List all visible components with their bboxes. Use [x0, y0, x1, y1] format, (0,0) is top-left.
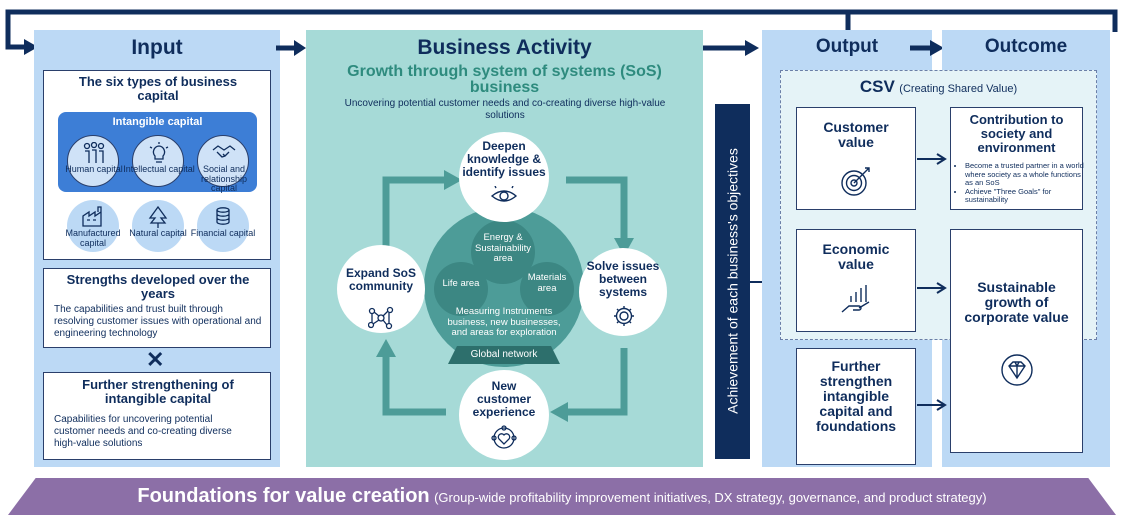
solve-issues-circle: [579, 248, 667, 336]
handshake-icon: [212, 145, 236, 158]
cross-icon: ✕: [146, 347, 165, 372]
contribution-title: Contribution to society and environment: [969, 112, 1064, 155]
business-description: Uncovering potential customer needs and …: [344, 98, 666, 121]
csv-title: CSV: [859, 77, 895, 96]
gear-icon: [614, 306, 634, 326]
solve-issues-label: Solve issues between systems: [586, 259, 660, 299]
foundations-text-row: Foundations for value creation (Group-wi…: [8, 485, 1116, 508]
tree-icon: [148, 206, 168, 228]
csv-subtitle: (Creating Shared Value): [899, 83, 1018, 95]
expand-sos-circle: [337, 245, 425, 333]
further-strengthening-text: Capabilities for uncovering potential cu…: [54, 414, 232, 449]
sustainable-growth-label: Sustainable growth of corporate value: [964, 279, 1069, 325]
people-icon: [83, 142, 105, 163]
further-strengthening-title: Further strengthening of intangible capi…: [82, 377, 234, 406]
diamond-icon: [1001, 354, 1033, 386]
foundations-detail: (Group-wide profitability improvement in…: [434, 490, 987, 505]
further-strengthen-label: Further strengthen intangible capital an…: [815, 358, 897, 434]
eye-icon: [490, 186, 518, 202]
economic-to-growth-arrow: [917, 282, 947, 294]
life-area-label: Life area: [442, 278, 480, 289]
materials-area-circle: [520, 262, 574, 316]
customer-value-label: Customer value: [823, 119, 889, 150]
input-to-business-arrow: [276, 40, 306, 56]
economic-value-box: Economic value: [796, 229, 916, 332]
social-capital: Social and relationship capital: [197, 135, 249, 193]
human-capital: Human capital: [65, 135, 123, 187]
materials-area-label: Materials area: [527, 272, 567, 294]
contribution-bullets: Become a trusted partner in a world wher…: [955, 161, 1090, 205]
customer-to-contribution-arrow: [917, 153, 947, 165]
heart-network-icon: [491, 425, 517, 449]
coins-icon: [216, 207, 230, 225]
global-network-banner: [448, 346, 560, 364]
further-strengthening-box: Further strengthening of intangible capi…: [43, 372, 271, 460]
factory-icon: [82, 206, 102, 227]
output-header: Output: [815, 36, 879, 57]
six-types-title: The six types of business capital: [78, 74, 238, 103]
strengths-box: Strengths developed over the years The c…: [43, 268, 271, 348]
output-to-outcome-arrow: [910, 40, 944, 56]
customer-value-box: Customer value: [796, 107, 916, 210]
strengths-text: The capabilities and trust built through…: [54, 304, 262, 339]
global-network-label: Global network: [470, 349, 538, 360]
lightbulb-icon: [149, 142, 169, 163]
deepen-knowledge-label: Deepen knowledge & identify issues: [462, 139, 546, 179]
contribution-box: Contribution to society and environment …: [950, 107, 1084, 210]
contribution-bullet: Become a trusted partner in a world wher…: [965, 161, 1090, 188]
objectives-bar: [715, 104, 750, 459]
natural-capital: Natural capital: [129, 200, 187, 252]
business-subtitle: Growth through system of systems (SoS) b…: [347, 63, 662, 96]
expand-sos-label: Expand SoS community: [345, 266, 416, 293]
intangible-capital-label: Intangible capital: [112, 116, 203, 128]
further-to-growth-arrow: [917, 399, 947, 411]
growth-hand-icon: [841, 285, 870, 313]
contribution-bullet: Achieve "Three Goals" for sustainability: [965, 187, 1090, 205]
business-to-output-arrow: [703, 40, 759, 56]
foundations-banner: [8, 478, 1116, 515]
objectives-label: Achievement of each business's objective…: [724, 148, 741, 414]
financial-capital: Financial capital: [191, 200, 255, 252]
intellectual-capital: Intellectual capital: [123, 135, 195, 187]
life-area-circle: [434, 262, 488, 316]
input-header: Input: [131, 36, 183, 59]
economic-value-label: Economic value: [822, 241, 890, 272]
outcome-header: Outcome: [984, 36, 1068, 57]
manufactured-capital: Manufactured capital: [65, 200, 121, 252]
csv-title-row: CSV (Creating Shared Value): [780, 77, 1097, 97]
energy-area-label: Energy & Sustainability area: [475, 232, 531, 264]
further-strengthen-box: Further strengthen intangible capital an…: [796, 348, 916, 465]
foundations-title: Foundations for value creation: [137, 485, 430, 507]
new-experience-label: New customer experience: [472, 379, 536, 419]
strengths-title: Strengths developed over the years: [66, 272, 250, 301]
deepen-knowledge-circle: [459, 132, 549, 222]
sustainable-growth-box: Sustainable growth of corporate value: [950, 229, 1083, 453]
target-icon: [841, 167, 870, 196]
new-experience-circle: [459, 370, 549, 460]
network-icon: [368, 306, 394, 330]
feedback-loop-arrow: [5, 9, 1118, 55]
business-activity-header: Business Activity: [417, 36, 592, 59]
six-types-box: The six types of business capital Intang…: [43, 70, 271, 260]
measuring-area-label: Measuring Instruments business, new busi…: [447, 306, 561, 338]
